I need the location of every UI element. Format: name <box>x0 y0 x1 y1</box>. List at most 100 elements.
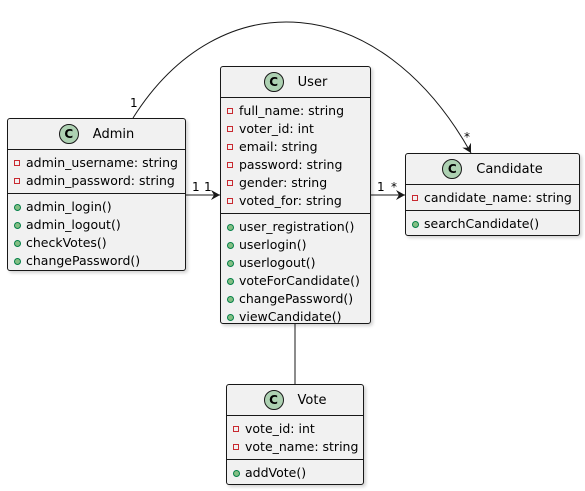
admin-user-from-multiplicity: 1 <box>192 180 200 194</box>
class-candidate[interactable]: C Candidate candidate_name: string searc… <box>405 153 580 236</box>
method-text: user_registration() <box>239 219 355 234</box>
method-row: admin_login() <box>8 198 185 216</box>
attribute-row: gender: string <box>221 174 370 192</box>
attribute-row: candidate_name: string <box>406 189 579 207</box>
class-name: Candidate <box>476 161 543 177</box>
private-visibility-icon <box>233 426 239 432</box>
method-row: admin_logout() <box>8 216 185 234</box>
attribute-text: admin_password: string <box>26 173 175 188</box>
method-text: checkVotes() <box>26 235 107 250</box>
method-row: checkVotes() <box>8 234 185 252</box>
attribute-text: admin_username: string <box>26 155 178 170</box>
private-visibility-icon <box>227 108 233 114</box>
private-visibility-icon <box>227 144 233 150</box>
public-visibility-icon <box>227 277 234 285</box>
method-row: changePassword() <box>8 252 185 270</box>
attribute-text: voted_for: string <box>239 193 342 208</box>
class-header: C User <box>221 67 370 98</box>
user-candidate-to-multiplicity: * <box>391 180 397 194</box>
class-header: C Vote <box>227 385 363 416</box>
public-visibility-icon <box>227 241 234 249</box>
attribute-row: admin_password: string <box>8 172 185 190</box>
attributes-section: vote_id: int vote_name: string <box>227 416 363 459</box>
public-visibility-icon <box>14 239 21 247</box>
method-text: changePassword() <box>26 253 141 268</box>
attribute-row: admin_username: string <box>8 154 185 172</box>
method-row: changePassword() <box>221 290 370 308</box>
class-icon: C <box>263 72 284 92</box>
class-name: User <box>297 74 328 90</box>
methods-section: searchCandidate() <box>406 210 579 236</box>
user-candidate-from-multiplicity: 1 <box>377 180 385 194</box>
method-row: userlogout() <box>221 254 370 272</box>
method-row: user_registration() <box>221 218 370 236</box>
attribute-text: voter_id: int <box>239 121 314 136</box>
method-text: searchCandidate() <box>424 216 540 231</box>
attribute-row: voted_for: string <box>221 192 370 210</box>
class-header: C Admin <box>8 119 185 150</box>
methods-section: addVote() <box>227 459 363 485</box>
admin-candidate-from-multiplicity: 1 <box>130 96 138 110</box>
method-text: viewCandidate() <box>239 309 342 324</box>
method-row: userlogin() <box>221 236 370 254</box>
admin-user-to-multiplicity: 1 <box>204 180 212 194</box>
attribute-text: full_name: string <box>239 103 345 118</box>
methods-section: user_registration() userlogin() userlogo… <box>221 213 370 329</box>
method-text: changePassword() <box>239 291 354 306</box>
private-visibility-icon <box>227 198 233 204</box>
method-text: voteForCandidate() <box>239 273 360 288</box>
class-header: C Candidate <box>406 154 579 185</box>
public-visibility-icon <box>233 469 240 477</box>
method-text: userlogout() <box>239 255 316 270</box>
private-visibility-icon <box>14 178 20 184</box>
attribute-row: email: string <box>221 138 370 156</box>
method-row: viewCandidate() <box>221 308 370 326</box>
private-visibility-icon <box>412 195 418 201</box>
attribute-text: gender: string <box>239 175 328 190</box>
attribute-row: vote_name: string <box>227 438 363 456</box>
attribute-row: voter_id: int <box>221 120 370 138</box>
class-icon: C <box>58 124 79 144</box>
methods-section: admin_login() admin_logout() checkVotes(… <box>8 193 185 273</box>
method-row: voteForCandidate() <box>221 272 370 290</box>
class-name: Vote <box>297 392 327 408</box>
attribute-text: vote_name: string <box>245 439 359 454</box>
class-icon: C <box>263 390 284 410</box>
public-visibility-icon <box>14 221 21 229</box>
public-visibility-icon <box>14 257 21 265</box>
attribute-text: vote_id: int <box>245 421 315 436</box>
private-visibility-icon <box>233 444 239 450</box>
public-visibility-icon <box>14 203 21 211</box>
class-name: Admin <box>92 126 135 142</box>
method-row: addVote() <box>227 464 363 482</box>
private-visibility-icon <box>227 162 233 168</box>
attributes-section: full_name: string voter_id: int email: s… <box>221 98 370 213</box>
method-text: userlogin() <box>239 237 307 252</box>
method-text: addVote() <box>245 465 307 480</box>
attributes-section: admin_username: string admin_password: s… <box>8 150 185 193</box>
attribute-text: candidate_name: string <box>424 190 572 205</box>
method-row: searchCandidate() <box>406 215 579 233</box>
attribute-text: email: string <box>239 139 318 154</box>
private-visibility-icon <box>227 126 233 132</box>
public-visibility-icon <box>227 259 234 267</box>
class-admin[interactable]: C Admin admin_username: string admin_pas… <box>7 118 186 271</box>
public-visibility-icon <box>227 313 234 321</box>
attribute-row: full_name: string <box>221 102 370 120</box>
private-visibility-icon <box>227 180 233 186</box>
attribute-row: vote_id: int <box>227 420 363 438</box>
admin-candidate-association <box>132 21 472 154</box>
method-text: admin_logout() <box>26 217 121 232</box>
public-visibility-icon <box>227 223 234 231</box>
class-vote[interactable]: C Vote vote_id: int vote_name: string ad… <box>226 384 364 485</box>
admin-candidate-to-multiplicity: * <box>464 130 470 144</box>
class-user[interactable]: C User full_name: string voter_id: int e… <box>220 66 371 324</box>
method-text: admin_login() <box>26 199 112 214</box>
attributes-section: candidate_name: string <box>406 185 579 210</box>
attribute-row: password: string <box>221 156 370 174</box>
public-visibility-icon <box>227 295 234 303</box>
class-icon: C <box>442 159 463 179</box>
public-visibility-icon <box>412 220 419 228</box>
attribute-text: password: string <box>239 157 343 172</box>
